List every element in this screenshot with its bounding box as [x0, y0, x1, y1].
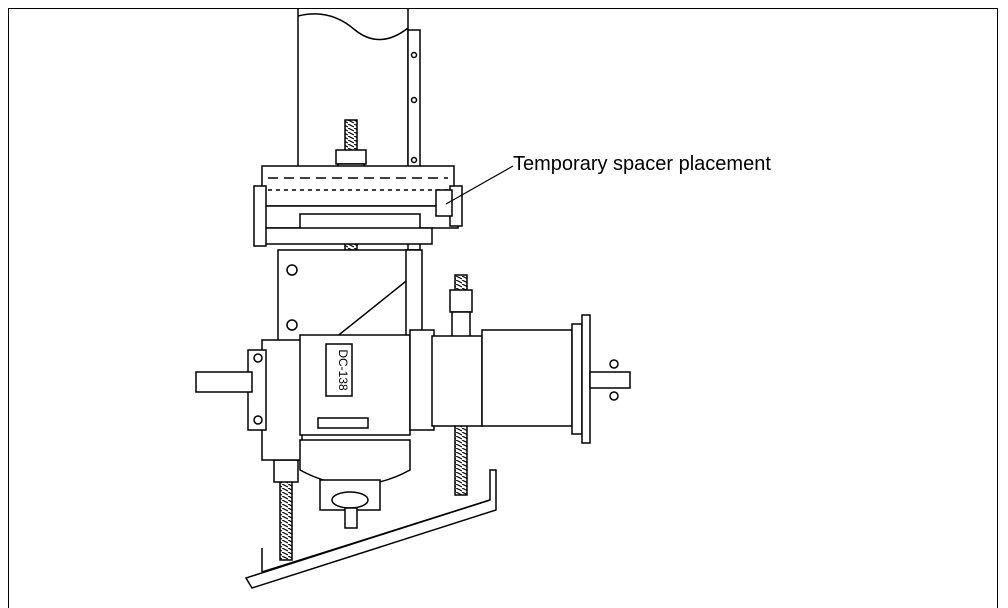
drawing-frame: [8, 8, 998, 608]
gearbox: [261, 339, 303, 461]
mount-bracket: [277, 249, 421, 351]
motor-cylinder: [481, 329, 573, 427]
motor-body: [299, 334, 411, 436]
callout-label: Temporary spacer placement: [513, 153, 771, 175]
end-bell: [299, 439, 411, 486]
clamp-plate: [261, 165, 455, 207]
nameplate-box: [325, 343, 353, 397]
nameplate-text: DC-138: [336, 349, 350, 391]
rear-shaft: [589, 371, 631, 389]
output-shaft: [195, 371, 253, 393]
spacer: [435, 189, 453, 217]
callout-leader: [445, 165, 514, 205]
mechanical-drawing: DC-138: [195, 8, 631, 589]
